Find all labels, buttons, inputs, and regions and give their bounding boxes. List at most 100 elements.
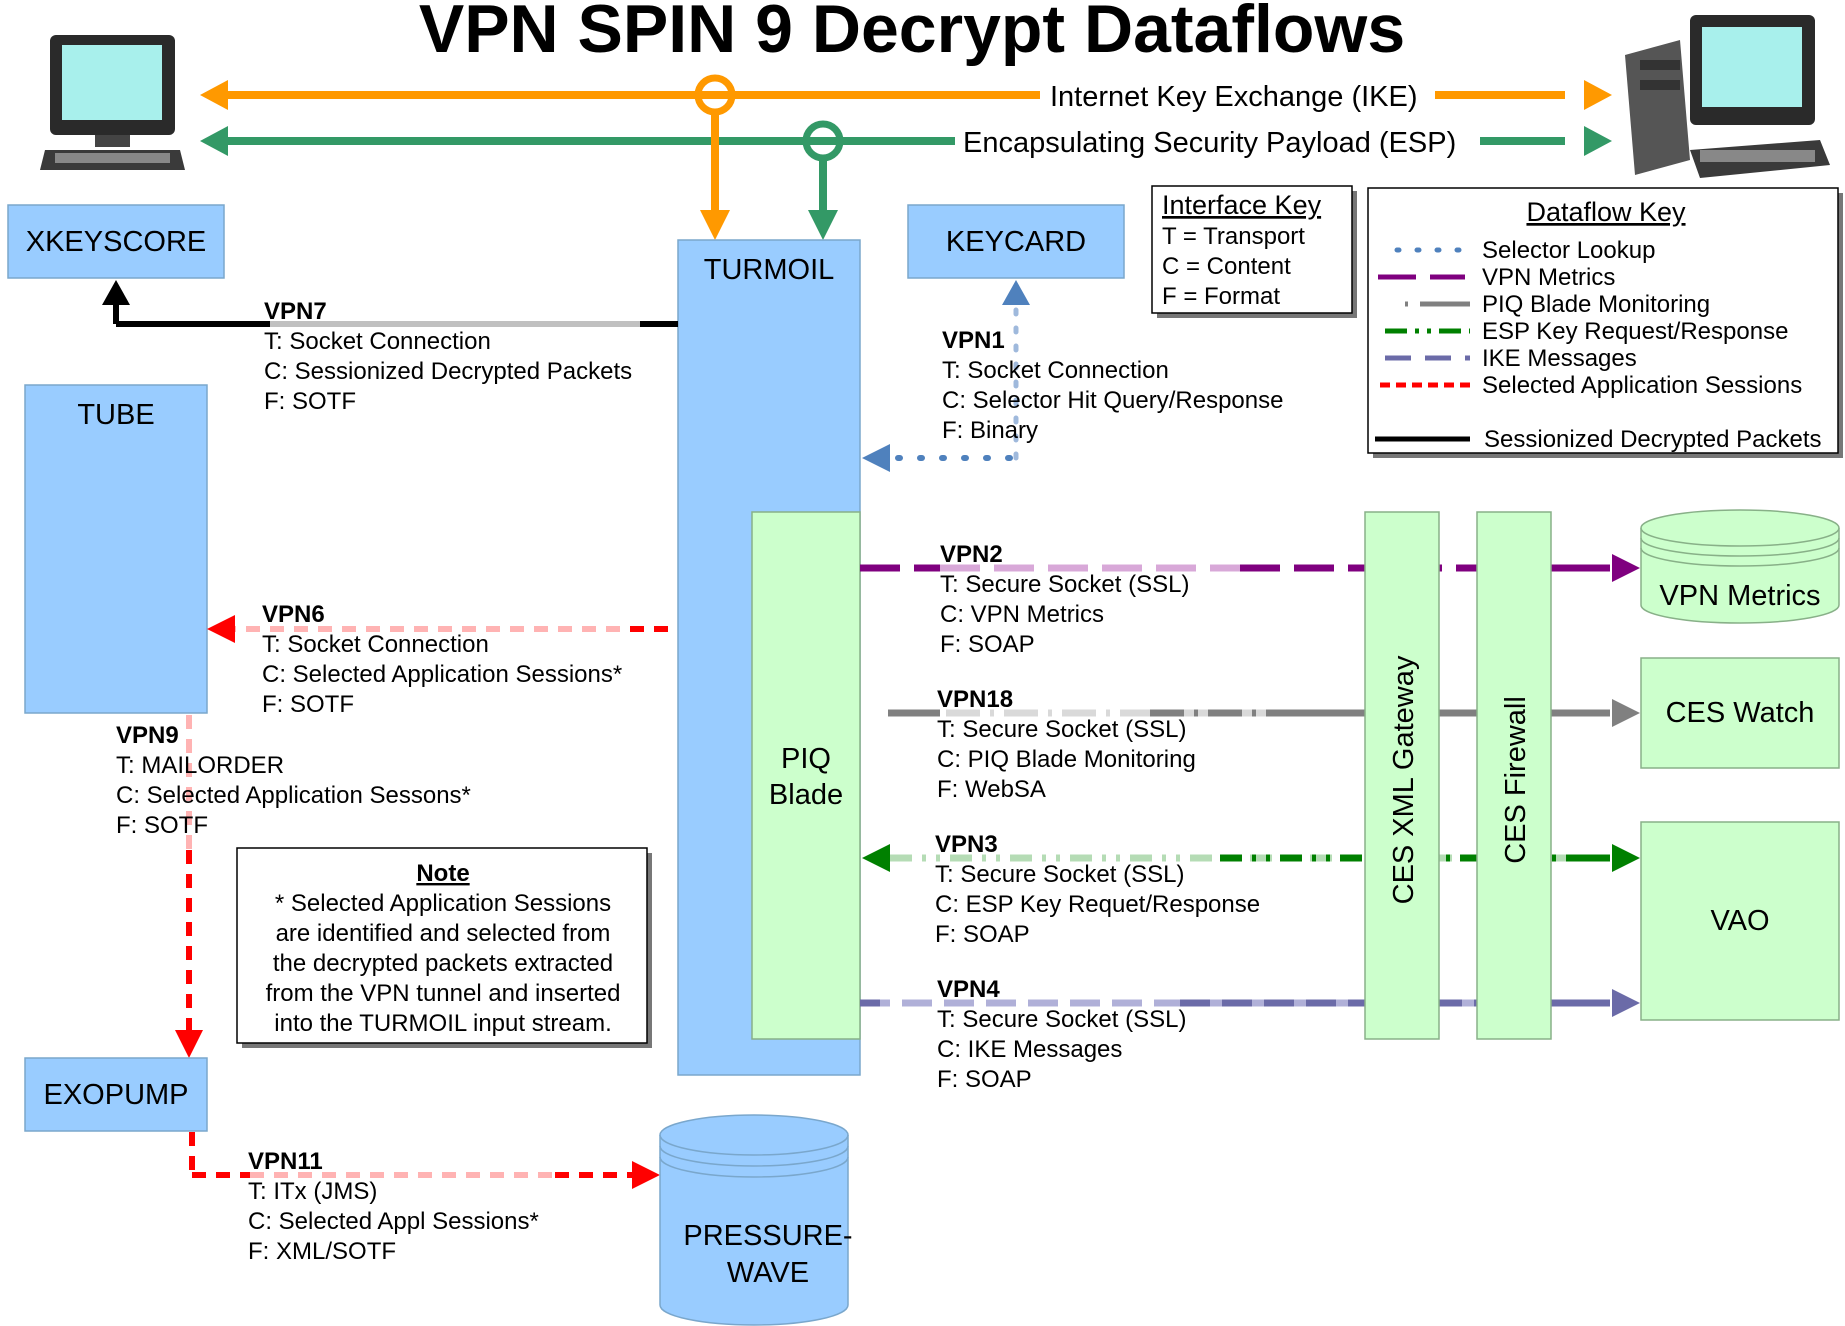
flow-vpn3-name: VPN3 — [935, 831, 998, 858]
flow-vpn4-name: VPN4 — [937, 976, 1000, 1003]
node-pressurewave-label-1: PRESSURE- — [683, 1220, 852, 1252]
node-xkeyscore-label: XKEYSCORE — [26, 226, 207, 258]
flow-vpn6-transport: T: Socket Connection — [262, 631, 489, 658]
flow-vpn2-content: C: VPN Metrics — [940, 601, 1104, 628]
flow-vpn1-content: C: Selector Hit Query/Response — [942, 387, 1283, 414]
flow-vpn11-content: C: Selected Appl Sessions* — [248, 1208, 539, 1235]
right-computer-icon — [1625, 15, 1830, 178]
node-vpn-metrics-label: VPN Metrics — [1659, 580, 1820, 612]
flow-vpn6-line — [207, 615, 668, 643]
ike-link: Internet Key Exchange (IKE) — [200, 74, 1612, 240]
legend-label-esp-key-request: ESP Key Request/Response — [1482, 318, 1788, 345]
legend-label-vpn-metrics: VPN Metrics — [1482, 264, 1615, 291]
node-pressurewave-label-2: WAVE — [727, 1257, 809, 1289]
flow-vpn2-labels: VPN2 T: Secure Socket (SSL) C: VPN Metri… — [940, 541, 1189, 658]
node-piq-blade-label-1: PIQ — [781, 743, 831, 775]
note-box: Note * Selected Application Sessions are… — [236, 847, 652, 1048]
flow-vpn4-format: F: SOAP — [937, 1066, 1032, 1093]
flow-vpn3-transport: T: Secure Socket (SSL) — [935, 861, 1184, 888]
flow-vpn18-format: F: WebSA — [937, 776, 1046, 803]
flow-vpn4-transport: T: Secure Socket (SSL) — [937, 1006, 1186, 1033]
node-ces-firewall-label: CES Firewall — [1500, 696, 1532, 864]
flow-vpn6-content: C: Selected Application Sessions* — [262, 661, 622, 688]
flow-vpn18-name: VPN18 — [937, 686, 1013, 713]
page-title: VPN SPIN 9 Decrypt Dataflows — [419, 0, 1405, 67]
flow-vpn1-labels: VPN1 T: Socket Connection C: Selector Hi… — [938, 325, 1283, 444]
flow-vpn4-content: C: IKE Messages — [937, 1036, 1122, 1063]
node-ces-watch-label: CES Watch — [1666, 697, 1815, 729]
interface-key-item: F = Format — [1162, 283, 1280, 310]
note-line: * Selected Application Sessions — [275, 890, 611, 917]
note-line: the decrypted packets extracted — [273, 950, 613, 977]
node-pressurewave: PRESSURE- WAVE — [659, 1114, 853, 1326]
node-keycard: KEYCARD — [907, 204, 1125, 279]
flow-vpn7-content: C: Sessionized Decrypted Packets — [264, 358, 632, 385]
flow-vpn1-line — [862, 280, 1030, 472]
flow-vpn18-labels: VPN18 T: Secure Socket (SSL) C: PIQ Blad… — [937, 686, 1196, 803]
note-line: from the VPN tunnel and inserted — [266, 980, 621, 1007]
node-tube-label: TUBE — [77, 399, 154, 431]
flow-vpn6-format: F: SOTF — [262, 691, 354, 718]
flow-vpn3-format: F: SOAP — [935, 921, 1030, 948]
interface-key-title: Interface Key — [1162, 190, 1322, 220]
flow-vpn1-format: F: Binary — [942, 417, 1038, 444]
left-computer-icon — [40, 35, 185, 170]
node-vao-label: VAO — [1710, 905, 1769, 937]
node-tube: TUBE — [24, 384, 208, 714]
legend-label-selected-application-sessions: Selected Application Sessions — [1482, 372, 1802, 399]
flow-vpn11-transport: T: ITx (JMS) — [248, 1178, 377, 1205]
interface-key-item: T = Transport — [1162, 223, 1305, 250]
flow-vpn7-labels: VPN7 T: Socket Connection C: Sessionized… — [264, 298, 632, 415]
flow-vpn9-transport: T: MAILORDER — [116, 752, 284, 779]
node-keycard-label: KEYCARD — [946, 226, 1086, 258]
flow-vpn7-transport: T: Socket Connection — [264, 328, 491, 355]
flow-vpn9-format: F: SOTF — [116, 812, 208, 839]
flow-vpn11-line — [189, 1132, 660, 1189]
legend-label-piq-blade-monitoring: PIQ Blade Monitoring — [1482, 291, 1710, 318]
esp-link-label: Encapsulating Security Payload (ESP) — [963, 127, 1456, 159]
interface-key: Interface Key T = Transport C = Content … — [1151, 185, 1357, 318]
note-line: are identified and selected from — [276, 920, 611, 947]
flow-vpn2-transport: T: Secure Socket (SSL) — [940, 571, 1189, 598]
flow-vpn18-content: C: PIQ Blade Monitoring — [937, 746, 1196, 773]
legend-label-sessionized-decrypted-packets: Sessionized Decrypted Packets — [1484, 426, 1822, 453]
legend-label-selector-lookup: Selector Lookup — [1482, 237, 1655, 264]
ike-link-label: Internet Key Exchange (IKE) — [1050, 81, 1418, 113]
flow-vpn7-line — [102, 280, 678, 327]
flow-vpn9-name: VPN9 — [116, 722, 179, 749]
node-xkeyscore: XKEYSCORE — [7, 204, 225, 279]
esp-link: Encapsulating Security Payload (ESP) — [200, 120, 1612, 240]
node-vao: VAO — [1640, 821, 1840, 1021]
flow-vpn11-format: F: XML/SOTF — [248, 1238, 396, 1265]
flow-vpn9-line — [175, 715, 203, 1058]
legend-label-ike-messages: IKE Messages — [1482, 345, 1637, 372]
node-vpn-metrics: VPN Metrics — [1640, 509, 1840, 624]
flow-vpn6-labels: VPN6 T: Socket Connection C: Selected Ap… — [262, 601, 622, 718]
flow-vpn2-format: F: SOAP — [940, 631, 1035, 658]
note-line: into the TURMOIL input stream. — [274, 1010, 611, 1037]
flow-vpn11-labels: VPN11 T: ITx (JMS) C: Selected Appl Sess… — [248, 1148, 539, 1265]
flow-vpn11-name: VPN11 — [248, 1148, 323, 1175]
node-exopump-label: EXOPUMP — [43, 1079, 188, 1111]
flow-vpn9-labels: VPN9 T: MAILORDER C: Selected Applicatio… — [116, 722, 471, 839]
flow-vpn1-transport: T: Socket Connection — [942, 357, 1169, 384]
flow-vpn3-content: C: ESP Key Requet/Response — [935, 891, 1260, 918]
flow-vpn9-content: C: Selected Application Sessons* — [116, 782, 471, 809]
node-ces-watch: CES Watch — [1640, 657, 1840, 769]
flow-vpn6-name: VPN6 — [262, 601, 325, 628]
note-title: Note — [416, 860, 469, 887]
flow-vpn7-format: F: SOTF — [264, 388, 356, 415]
dataflow-key-title: Dataflow Key — [1526, 197, 1686, 227]
flow-vpn18-line — [888, 699, 1640, 727]
node-piq-blade: PIQ Blade — [751, 511, 861, 1040]
flow-vpn1-name: VPN1 — [942, 327, 1005, 354]
flow-vpn3-labels: VPN3 T: Secure Socket (SSL) C: ESP Key R… — [935, 831, 1260, 948]
dataflow-key: Dataflow Key Selector Lookup VPN Metrics… — [1367, 187, 1843, 458]
node-exopump: EXOPUMP — [24, 1057, 208, 1132]
interface-key-item: C = Content — [1162, 253, 1291, 280]
node-ces-firewall: CES Firewall — [1476, 511, 1552, 1040]
node-piq-blade-label-2: Blade — [769, 779, 843, 811]
flow-vpn4-labels: VPN4 T: Secure Socket (SSL) C: IKE Messa… — [937, 976, 1186, 1093]
node-ces-xml-gateway-label: CES XML Gateway — [1388, 655, 1420, 904]
